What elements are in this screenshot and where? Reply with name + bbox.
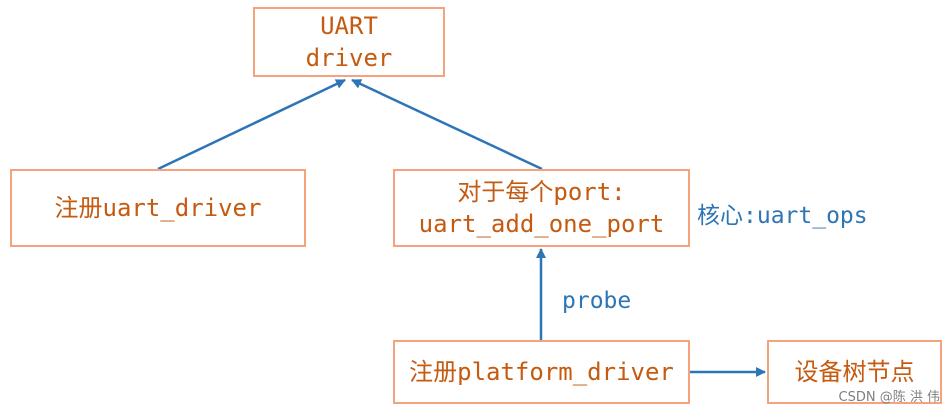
core-ops-label: 核心:uart_ops [697,203,868,229]
device-tree-node-label: 设备树节点 [794,357,915,386]
csdn-watermark: CSDN @陈 洪 伟 [838,390,940,405]
register-platform-driver-label: 注册platform_driver [409,357,674,386]
per-port-line1: 对于每个port: [457,177,626,206]
register-uart-driver-label: 注册uart_driver [54,193,262,222]
per-port-box: 对于每个port: uart_add_one_port [393,169,690,247]
arrow-per-port-to-uart-driver [351,78,543,171]
device-tree-node-box: 设备树节点 [767,340,942,404]
probe-label: probe [562,288,632,314]
register-platform-driver-box: 注册platform_driver [393,340,690,404]
arrow-register-to-uart-driver [157,78,346,171]
uart-driver-line2: driver [305,44,393,72]
uart-driver-line1: UART [320,11,378,40]
per-port-line2: uart_add_one_port [418,210,665,238]
register-uart-driver-box: 注册uart_driver [10,169,306,247]
uart-driver-box: UART driver [253,7,445,77]
